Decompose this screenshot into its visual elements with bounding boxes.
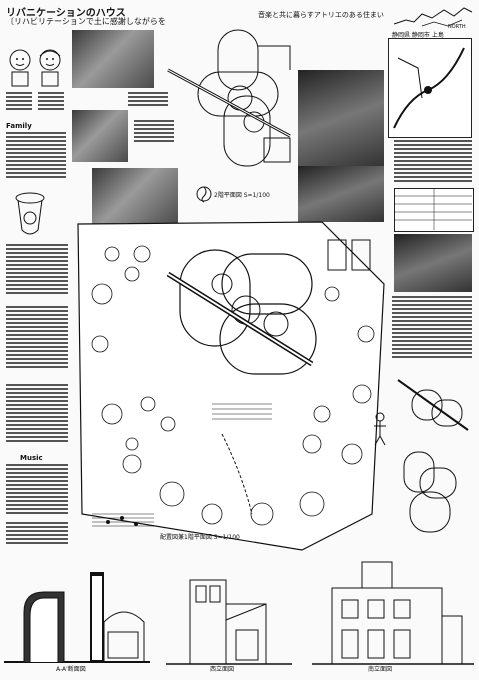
area-table-grid xyxy=(394,188,472,230)
section-drawing xyxy=(4,572,150,663)
concept-text-2 xyxy=(6,306,68,376)
treble-clef-icon xyxy=(196,186,212,203)
family-description xyxy=(6,132,66,184)
person-figure xyxy=(374,412,386,446)
south-elevation xyxy=(312,561,474,665)
first-floor-plan-label: 配置図兼1階平面図 S=1/100 xyxy=(160,534,240,541)
site-photo-3 xyxy=(394,234,472,292)
model-caption-2 xyxy=(134,120,174,146)
west-elevation-label: 西立面図 xyxy=(210,666,235,673)
music-description-2 xyxy=(6,522,68,552)
roof-axonometric xyxy=(397,379,469,431)
plan-description xyxy=(392,296,472,362)
section-label: A-A'断面図 xyxy=(56,666,86,673)
model-caption-1 xyxy=(128,92,168,110)
site-map-sketch xyxy=(393,7,473,27)
site-photo-1 xyxy=(298,70,384,166)
family-caption-left xyxy=(6,92,32,116)
second-floor-plan-label: 2階平面図 S=1/100 xyxy=(214,192,270,199)
site-description xyxy=(394,140,472,184)
page-title-sub: 〔リハビリテーションで土に感謝しながらを xyxy=(6,17,166,26)
model-photo-2 xyxy=(72,110,128,162)
side-heading-family: Family xyxy=(6,122,32,130)
tuba-illustration xyxy=(15,192,45,235)
roof-plan xyxy=(403,451,457,533)
site-and-first-floor-plan xyxy=(77,221,385,551)
site-map-lines xyxy=(393,47,465,129)
concept-subtitle: 音楽と共に暮らすアトリエのある住まい xyxy=(258,11,384,19)
music-staff xyxy=(92,513,154,527)
side-heading-music: Music xyxy=(20,454,43,462)
model-photo-3 xyxy=(92,168,178,226)
model-photo-1 xyxy=(72,30,154,88)
concept-text-1 xyxy=(6,244,68,300)
family-caption-right xyxy=(38,92,64,116)
music-description xyxy=(6,464,68,520)
site-photo-2 xyxy=(298,166,384,222)
north-label: NORTH xyxy=(448,24,466,30)
page-title: リバニケーションのハウス xyxy=(6,8,126,19)
family-illustration xyxy=(9,49,61,87)
second-floor-plan xyxy=(167,29,291,167)
west-elevation xyxy=(166,579,292,665)
concept-text-3 xyxy=(6,384,68,448)
site-caption: 静岡県 静岡市 上島 xyxy=(392,32,444,39)
south-elevation-label: 南立面図 xyxy=(368,666,393,673)
